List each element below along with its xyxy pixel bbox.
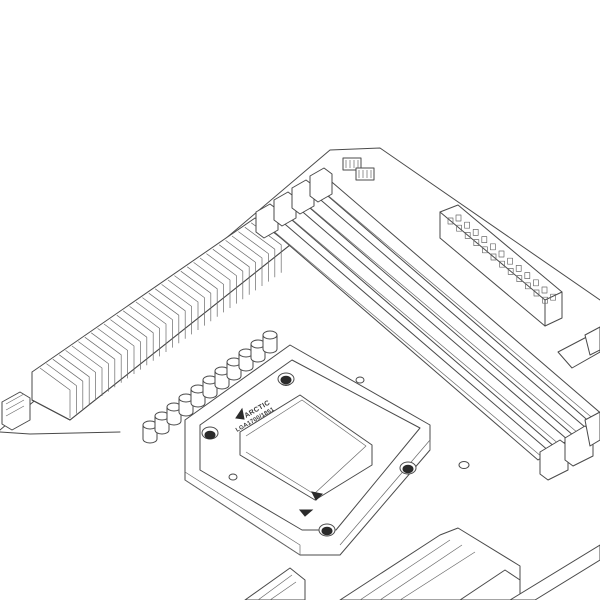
- heatsink-fin: [218, 244, 250, 295]
- capacitor-top: [262, 330, 278, 340]
- atx-24pin-connector: [439, 204, 563, 327]
- heatsink-fin: [148, 292, 180, 344]
- heatsink-fin: [244, 226, 276, 278]
- heatsink-fin: [103, 323, 135, 374]
- dimm-latch: [309, 167, 333, 203]
- atx-pin: [515, 265, 522, 272]
- atx-pin: [464, 221, 470, 229]
- atx-pin: [473, 239, 480, 246]
- dimm-slot-groove: [263, 222, 543, 458]
- atx-pin: [525, 282, 531, 290]
- heatsink-fin: [225, 240, 256, 291]
- atx-pin: [482, 246, 488, 254]
- heatsink-fin: [154, 288, 186, 339]
- atx-pin: [550, 293, 556, 301]
- capacitor: [154, 416, 170, 435]
- dimm-latch: [273, 191, 297, 227]
- rear-io-connector: [1, 391, 31, 431]
- atx-pin: [481, 236, 488, 243]
- capacitor: [262, 335, 278, 354]
- atx-pin: [455, 214, 462, 222]
- capacitor: [178, 398, 194, 417]
- capacitor: [214, 371, 230, 390]
- dimm-slot-groove: [317, 186, 597, 422]
- fan-header-pins: [342, 157, 375, 181]
- capacitor: [226, 362, 242, 381]
- atx-pin: [541, 286, 548, 294]
- heatsink-fin: [52, 358, 84, 410]
- heatsink-fin: [129, 306, 160, 357]
- heatsink-fin: [142, 297, 173, 348]
- atx-pin: [507, 268, 514, 275]
- heatsink-fin: [39, 367, 71, 418]
- atx-pin: [533, 289, 540, 297]
- heatsink-fin: [97, 328, 128, 379]
- vrm-capacitors: [142, 330, 278, 444]
- atx-pin: [498, 250, 505, 258]
- atx-pin: [499, 260, 505, 268]
- cpu-mounting-frame: [184, 344, 431, 556]
- heatsink-fin: [174, 275, 205, 326]
- heatsink-fin: [71, 345, 103, 396]
- atx-pin: [490, 243, 496, 251]
- heatsink-fin: [122, 310, 154, 361]
- dimm-latch: [255, 203, 279, 239]
- front-panel-header: [557, 326, 600, 369]
- dimm-slot-groove: [299, 198, 579, 434]
- heatsink-fin: [84, 336, 116, 388]
- atx-pin: [472, 229, 479, 236]
- atx-pin: [507, 257, 513, 265]
- atx-pin: [456, 224, 462, 232]
- atx-pin: [490, 253, 497, 261]
- arctic-logo-icon: [235, 407, 245, 420]
- heatsink-fin: [116, 314, 148, 366]
- heatsink-fin: [193, 262, 224, 313]
- heatsink-fin: [78, 341, 109, 392]
- capacitor: [250, 344, 266, 363]
- heatsink-fin: [199, 257, 231, 308]
- atx-pin: [516, 275, 523, 282]
- heatsink-fin: [186, 266, 218, 317]
- atx-pin: [464, 232, 471, 239]
- heatsink-fin: [161, 284, 192, 335]
- capacitor: [166, 407, 182, 426]
- heatsink-fin: [167, 279, 199, 330]
- capacitor: [190, 389, 206, 408]
- capacitor: [142, 425, 158, 444]
- dimm-slots: [255, 167, 600, 461]
- heatsink-fin: [231, 235, 263, 286]
- atx-pin: [542, 296, 548, 304]
- dimm-slot-groove: [281, 210, 561, 446]
- capacitor: [202, 380, 218, 399]
- heatsink-fin: [46, 363, 77, 414]
- heatsink-fin: [135, 301, 167, 352]
- heatsink-fin: [180, 270, 212, 322]
- heatsink-fin: [58, 354, 90, 405]
- atx-pin: [533, 279, 539, 287]
- capacitor: [238, 353, 254, 372]
- atx-pin: [447, 217, 454, 225]
- heatsink-fin: [90, 332, 122, 383]
- heatsink-fin: [206, 253, 237, 304]
- mounting-screw-points: [201, 372, 470, 537]
- heatsink-fin: [238, 231, 269, 282]
- ram-edge-connectors: [539, 411, 600, 481]
- heatsink-fin: [212, 248, 244, 300]
- heatsink-fin: [65, 350, 96, 401]
- dimm-latch: [291, 179, 315, 215]
- heatsink-fin: [110, 319, 141, 370]
- atx-pin: [524, 272, 531, 279]
- vrm-heatsink: [31, 217, 291, 421]
- bottom-components: [244, 527, 600, 600]
